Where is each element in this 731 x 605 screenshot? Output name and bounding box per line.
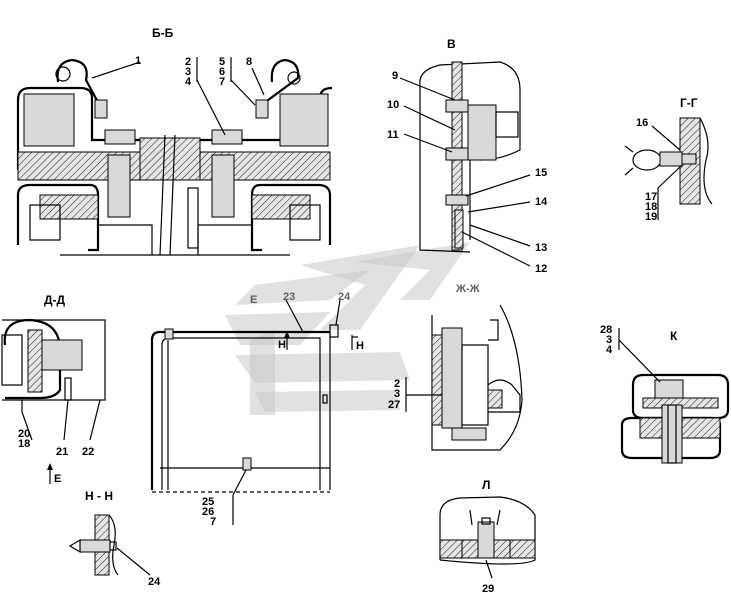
label-e-25: 25: [202, 496, 214, 508]
view-zhzh-title: Ж-Ж: [455, 283, 480, 295]
label-dd-20: 20: [18, 428, 30, 440]
label-bb-5: 5: [219, 56, 225, 68]
label-gg-18: 18: [645, 201, 657, 213]
label-bb-1: 1: [135, 55, 141, 67]
label-zhzh-3: 3: [394, 388, 400, 400]
label-v-13: 13: [535, 242, 547, 254]
view-k-title: К: [670, 329, 678, 343]
view-l-title: Л: [482, 478, 490, 492]
view-e-title: Е: [250, 294, 257, 306]
view-l: Л 29: [439, 478, 536, 595]
view-dd: Д-Д 20 18 21 22 Е: [1, 293, 106, 485]
view-e: Е 23 24 Н Н 25 26 7: [150, 291, 364, 528]
label-v-11: 11: [387, 129, 399, 141]
label-gg-17: 17: [645, 191, 657, 203]
arrow-label-h-left: Н: [278, 339, 286, 351]
label-dd-21: 21: [56, 446, 68, 458]
view-k: К 28 3 4: [600, 324, 730, 464]
label-bb-2: 2: [185, 56, 191, 68]
label-v-10: 10: [387, 99, 399, 111]
label-k-3: 3: [606, 334, 612, 346]
label-e-23: 23: [283, 291, 295, 303]
label-gg-19: 19: [645, 211, 657, 223]
view-bb: Б-Б 1 2: [16, 26, 333, 256]
label-v-14: 14: [535, 196, 548, 208]
label-l-29: 29: [482, 583, 494, 595]
label-k-28: 28: [600, 324, 612, 336]
view-zhzh: Ж-Ж 2 3 27: [388, 283, 523, 451]
label-v-9: 9: [392, 70, 398, 82]
view-nn: Н - Н 24: [68, 489, 161, 588]
label-nn-24: 24: [148, 576, 161, 588]
view-v: В 9 10 11 15 14 13 12: [387, 37, 548, 275]
label-zhzh-2: 2: [394, 378, 400, 390]
label-gg-16: 16: [636, 117, 648, 129]
label-dd-22: 22: [82, 446, 94, 458]
arrow-label-e: Е: [54, 473, 61, 485]
view-bb-title: Б-Б: [152, 26, 174, 40]
view-v-title: В: [447, 37, 456, 51]
view-gg: Г-Г 16 17 18 19: [624, 96, 713, 223]
view-dd-title: Д-Д: [44, 293, 66, 307]
label-bb-6: 6: [219, 66, 225, 78]
label-k-4: 4: [606, 344, 613, 356]
label-e-26: 26: [202, 506, 214, 518]
label-zhzh-27: 27: [388, 399, 400, 411]
arrow-label-h-right: Н: [356, 340, 364, 352]
label-bb-8: 8: [246, 56, 252, 68]
label-bb-4: 4: [185, 76, 192, 88]
view-nn-title: Н - Н: [85, 489, 113, 503]
label-bb-7: 7: [219, 76, 225, 88]
label-v-12: 12: [535, 263, 547, 275]
label-v-15: 15: [535, 167, 547, 179]
label-dd-18: 18: [18, 438, 30, 450]
label-bb-3: 3: [185, 66, 191, 78]
label-e-7: 7: [210, 516, 216, 528]
view-gg-title: Г-Г: [680, 96, 698, 110]
label-e-24: 24: [338, 291, 351, 303]
